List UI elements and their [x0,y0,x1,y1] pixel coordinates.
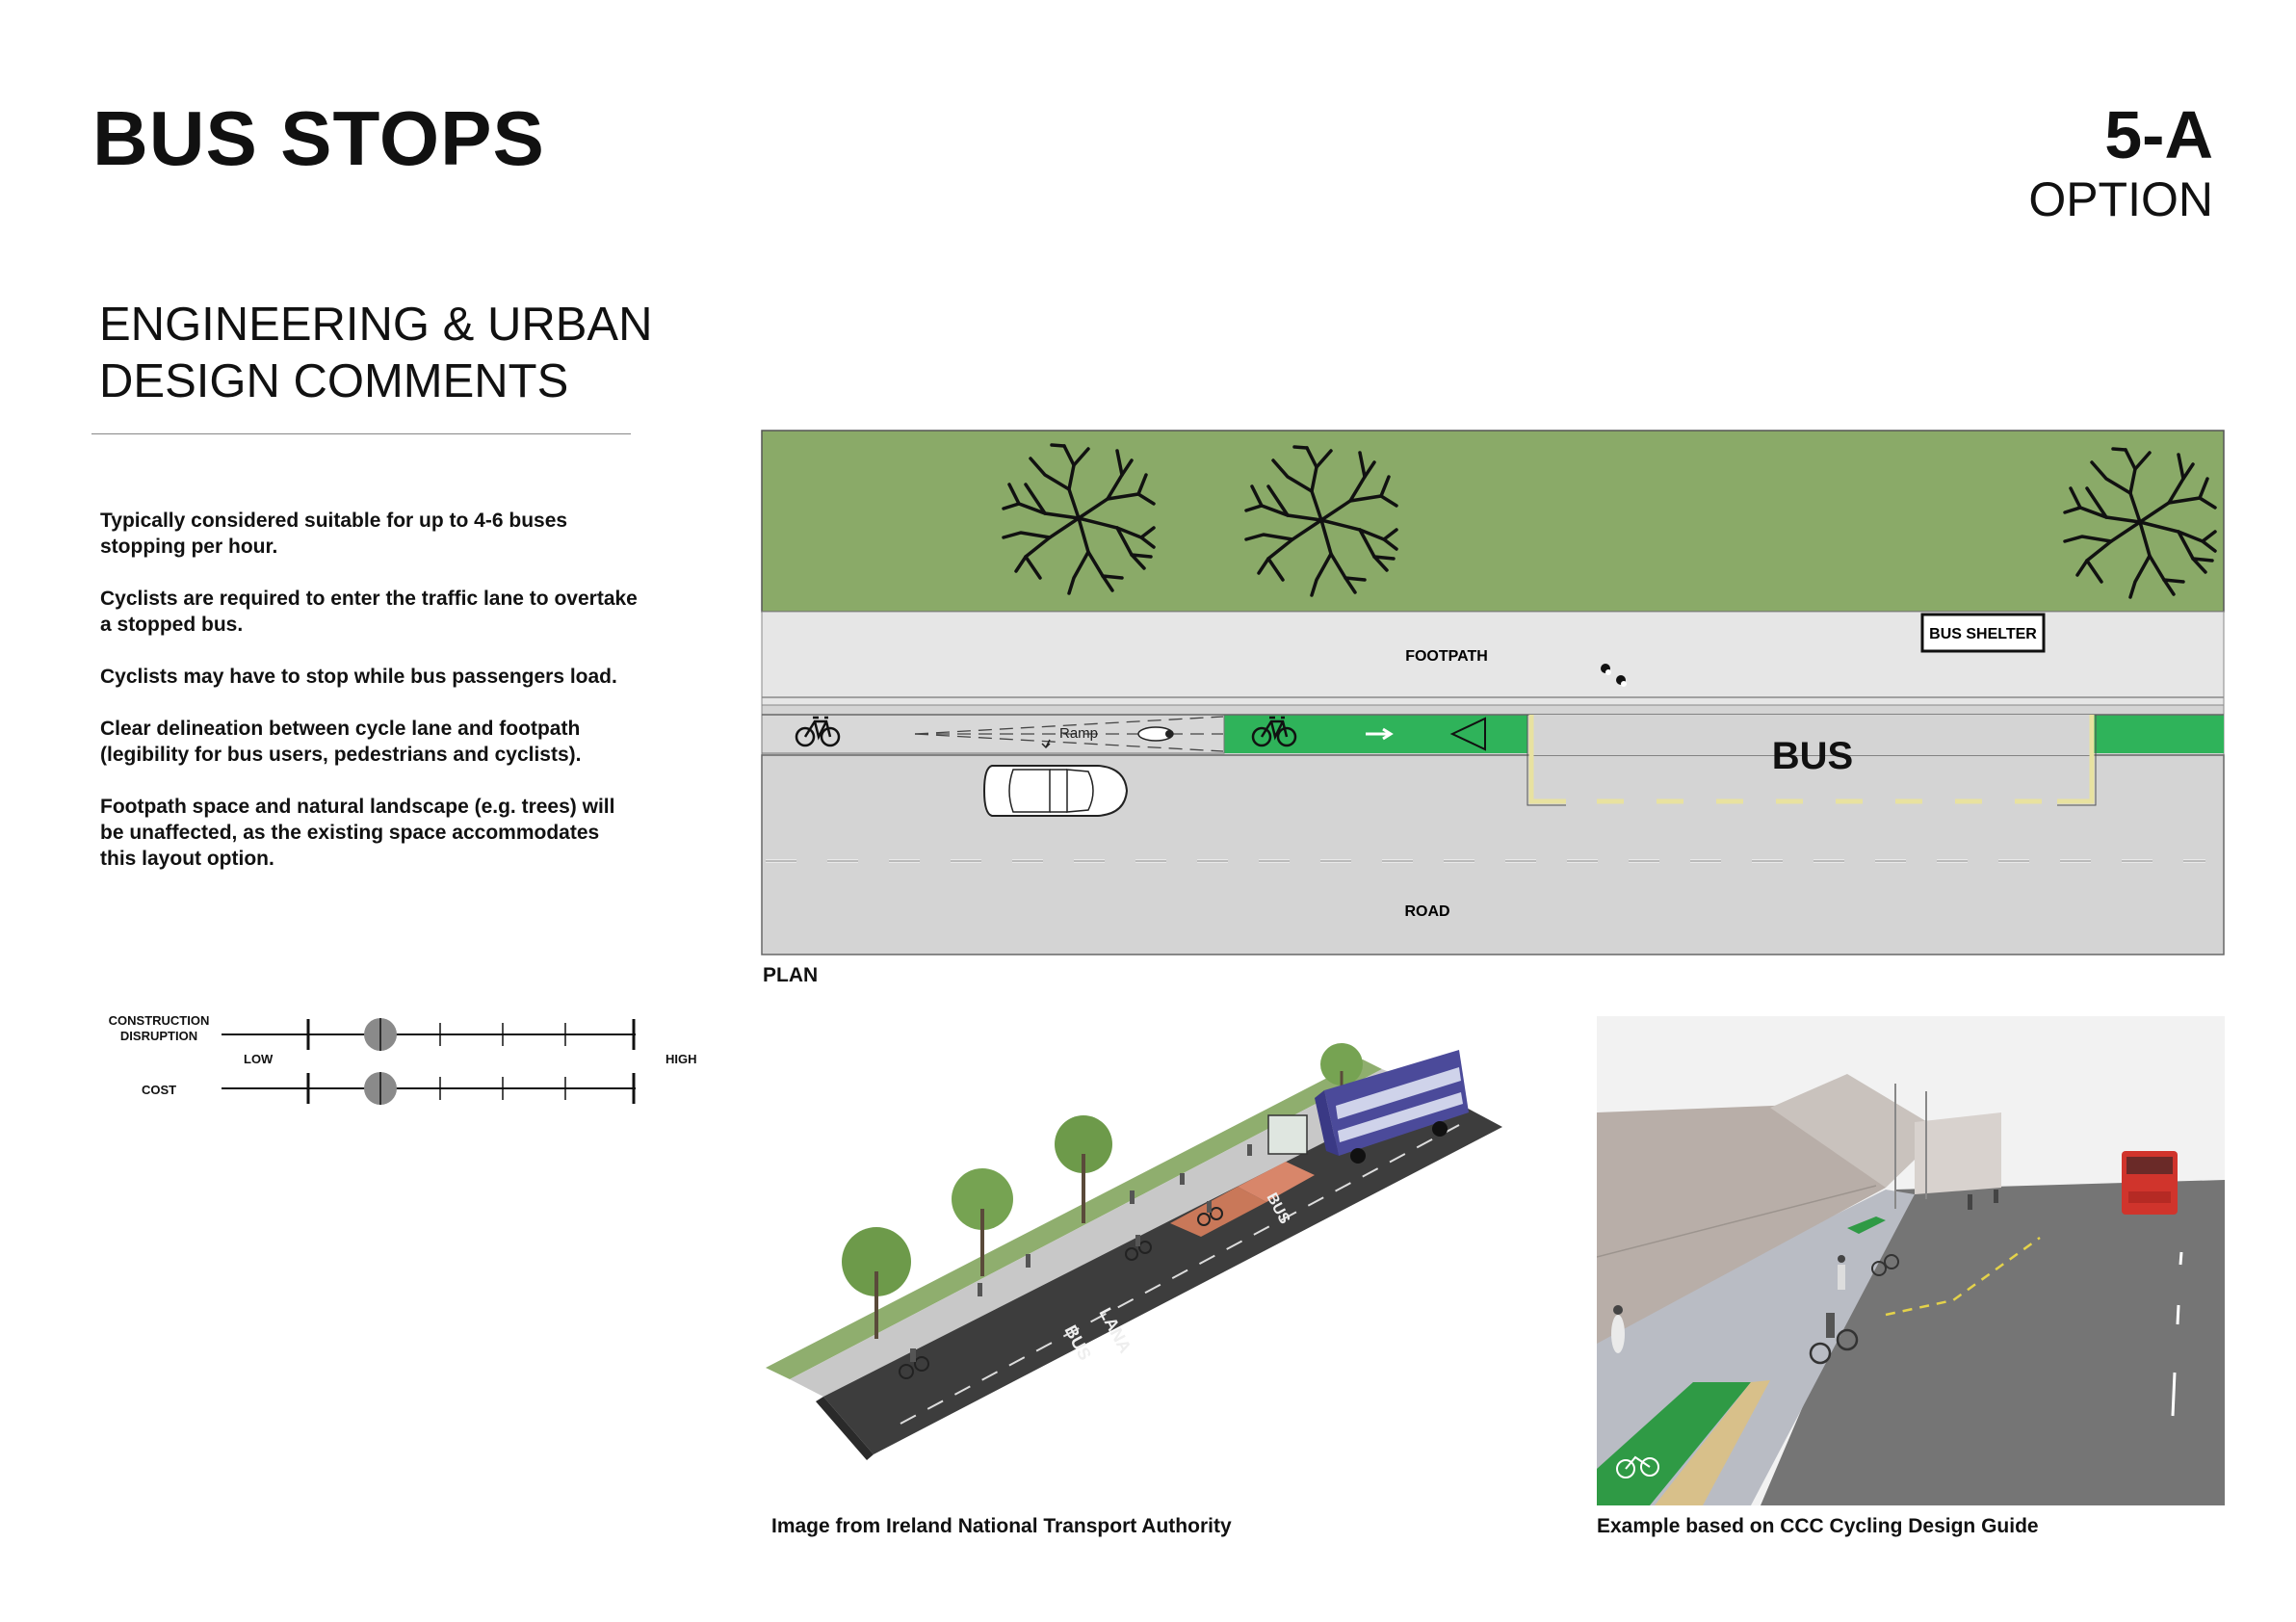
lane-dashes [2171,1251,2183,1417]
pedestrian-icon [978,1144,1252,1296]
image-caption-ccc: Example based on CCC Cycling Design Guid… [1597,1515,2039,1537]
comment-item: Typically considered suitable for up to … [100,510,568,558]
comment-item: Cyclists may have to stop while bus pass… [100,666,617,688]
isometric-street-image: BUS LANA BUS [766,1043,1502,1460]
section-divider [91,433,631,434]
comments-list: Typically considered suitable for up to … [100,508,639,898]
option-label: OPTION [2028,172,2213,226]
ramp-arrow-icon [1041,739,1051,749]
scale-low-label: LOW [244,1052,274,1066]
comment-item: Clear delineation between cycle lane and… [100,718,582,766]
plan-diagram: FOOTPATH BUS SHELTER Ramp [761,430,2225,955]
scale-cost [222,1072,636,1105]
section-heading-line-2: DESIGN COMMENTS [99,355,569,407]
bicycle-icon [1616,1455,1659,1478]
page-title: BUS STOPS [92,95,545,181]
cyclist-icon [899,1348,929,1379]
footpath-label: FOOTPATH [1405,648,1488,665]
bus-shelter [1920,613,2046,653]
tree-icon [842,1227,911,1339]
comment-item: Footpath space and natural landscape (e.… [100,796,615,870]
cyclist-icon [1809,1254,1899,1365]
cyclist-icon [1137,726,1174,742]
bus-shelter-image [1267,1114,1308,1155]
tree-icon [1055,1115,1112,1223]
tree-icon [952,1168,1013,1276]
scale-construction-disruption [222,1018,636,1051]
image-caption-nta: Image from Ireland National Transport Au… [771,1515,1232,1537]
rating-scales [222,1018,636,1105]
cyclist-icon [1125,1235,1152,1261]
cyclist-icon [1197,1201,1223,1226]
scale-label-disruption: CONSTRUCTION DISRUPTION [108,1013,210,1043]
double-decker-bus [1315,1050,1469,1164]
cycle-lane-red [1170,1187,1266,1237]
section-heading-line-1: ENGINEERING & URBAN [99,299,653,351]
road [761,754,2225,955]
pedestrian-icon [1611,1190,1998,1353]
building-wall [1597,1103,1886,1344]
bus-bay [1533,715,2090,755]
road-label: ROAD [1404,903,1449,920]
street-rendering-image [1597,1016,2225,1505]
plan-caption: PLAN [763,964,819,986]
red-bus [2122,1151,2178,1215]
road-surface [823,1088,1502,1454]
cycle-lane-green [1597,1382,1751,1505]
grass-strip [766,1060,1382,1379]
give-way-triangle-icon [1449,717,1486,751]
bus-label: BUS [1772,735,1853,777]
kerb-separator [1655,1380,1770,1505]
direction-arrow-icon [1366,727,1394,741]
cycle-lane-green [2090,715,2224,753]
option-number: 5-A [2104,97,2213,172]
car-icon [982,765,1129,817]
bus-bay-markings [1528,715,2095,804]
grass-verge [761,430,2225,613]
pedestrian-icon [1601,664,1627,687]
ramp-label: Ramp [1059,725,1098,742]
section-heading: ENGINEERING & URBAN DESIGN COMMENTS [99,297,696,410]
scale-high-label: HIGH [665,1052,697,1066]
scale-label-cost: COST [141,1083,177,1097]
bus-shelter-label: BUS SHELTER [1929,626,2037,642]
yellow-markings [1885,1236,2041,1317]
comment-item: Cyclists are required to enter the traff… [100,588,638,636]
